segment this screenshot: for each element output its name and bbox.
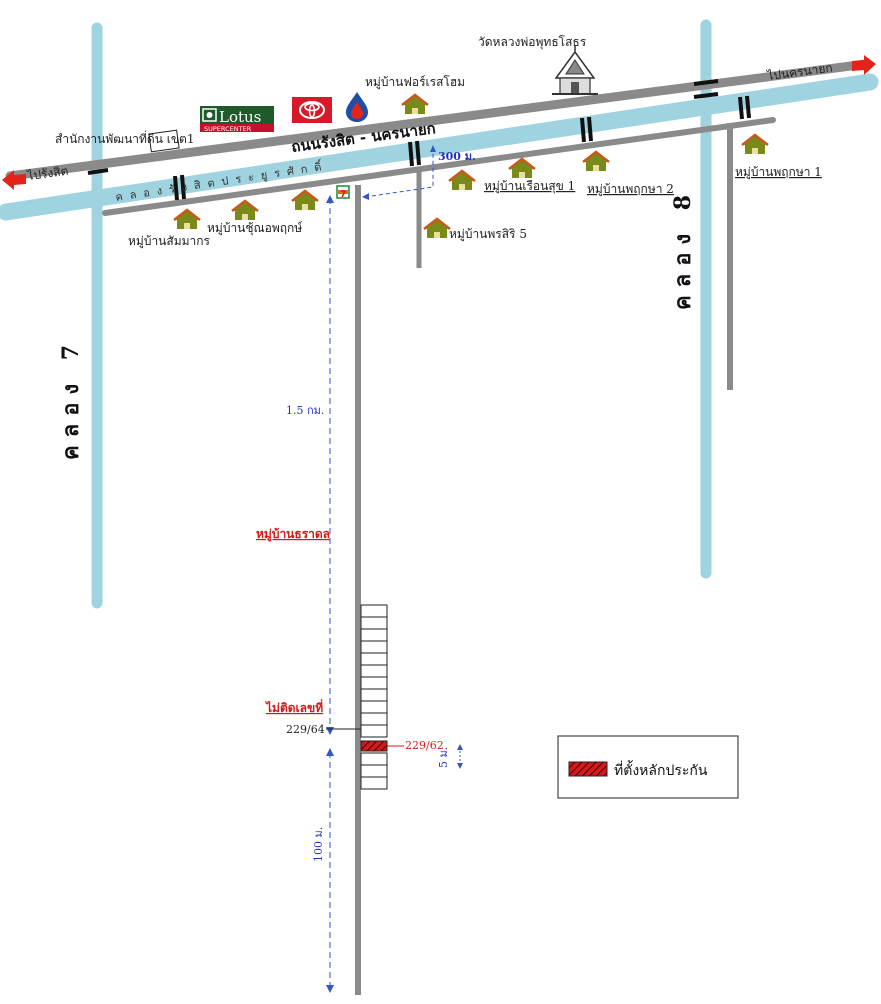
house-icon	[172, 208, 202, 231]
distance-300m	[362, 145, 436, 200]
legend: ที่ตั้งหลักประกัน	[557, 735, 739, 799]
lotus-name: Lotus	[219, 108, 261, 126]
legend-swatch	[568, 761, 608, 777]
to-rangsit-label: ไปรังสิต	[26, 164, 70, 183]
main-canal	[0, 73, 879, 221]
distance-1-5km-label: 1.5 กม.	[286, 404, 324, 417]
distance-5m	[457, 744, 463, 769]
temple-icon	[552, 46, 598, 95]
house-icon	[507, 157, 537, 180]
village-forest-home: หมู่บ้านฟอร์เรสโฮม	[365, 75, 465, 90]
house-icon	[422, 217, 452, 240]
distance-100m-label: 100 ม.	[312, 827, 325, 862]
toyota-logo-icon	[292, 97, 332, 123]
land-office-label: สำนักงานพัฒนาที่ดิน เขต1	[55, 130, 194, 146]
frontage-road	[102, 117, 776, 216]
distance-5m-label: 5 ม.	[437, 747, 450, 768]
lotus-sub: SUPERCENTER	[204, 125, 252, 133]
land-office-box	[148, 129, 180, 153]
plot-blocks	[360, 604, 388, 790]
seven-eleven-label: 7	[340, 190, 346, 200]
to-nakhon-nayok-label: ไปนครนายก	[766, 61, 834, 84]
wat-label: วัดหลวงพ่อพุทธโสธร	[478, 35, 587, 50]
house-icon	[290, 189, 320, 212]
village-sammakorn: หมู่บ้านสัมมากร	[128, 234, 211, 249]
canal-7-label: คลอง 7	[58, 337, 84, 460]
arrow-icon	[852, 55, 876, 75]
distance-100m	[326, 748, 334, 993]
main-road	[5, 59, 871, 181]
village-pruksa-1: หมู่บ้านพฤกษา 1	[735, 165, 822, 180]
house-64-label: 229/64	[286, 723, 325, 736]
collateral-plot	[360, 740, 388, 752]
village-chunlaphruek: หมู่บ้านชุ้ณอพฤกษ์	[207, 221, 303, 236]
house-icon	[447, 169, 477, 192]
village-ruean-suk-1: หมู่บ้านเรือนสุข 1	[484, 179, 575, 194]
distance-1-5km	[326, 195, 334, 735]
ptt-flame-icon	[346, 92, 368, 122]
no-number-label: ไม่ติดเลขที่	[264, 699, 323, 715]
lotus-logo-icon: Lotus SUPERCENTER	[200, 106, 274, 133]
legend-collateral-label: ที่ตั้งหลักประกัน	[614, 760, 708, 779]
house-icon	[581, 150, 611, 173]
village-phonsiri-5: หมู่บ้านพรสิริ 5	[449, 227, 527, 242]
house-icon	[230, 199, 260, 222]
house-icon	[400, 93, 430, 116]
canal-8-label: คลอง 8	[670, 187, 696, 310]
arrow-icon	[2, 170, 26, 190]
house-icon	[740, 133, 770, 156]
distance-300m-label: 300 ม.	[438, 150, 476, 163]
seven-eleven-icon: 7	[336, 185, 350, 200]
village-pruksa-2: หมู่บ้านพฤกษา 2	[587, 182, 674, 197]
bridges	[87, 79, 751, 201]
village-tharadol: หมู่บ้านธราดล	[256, 527, 330, 542]
house-62-label: 229/62	[405, 739, 444, 752]
